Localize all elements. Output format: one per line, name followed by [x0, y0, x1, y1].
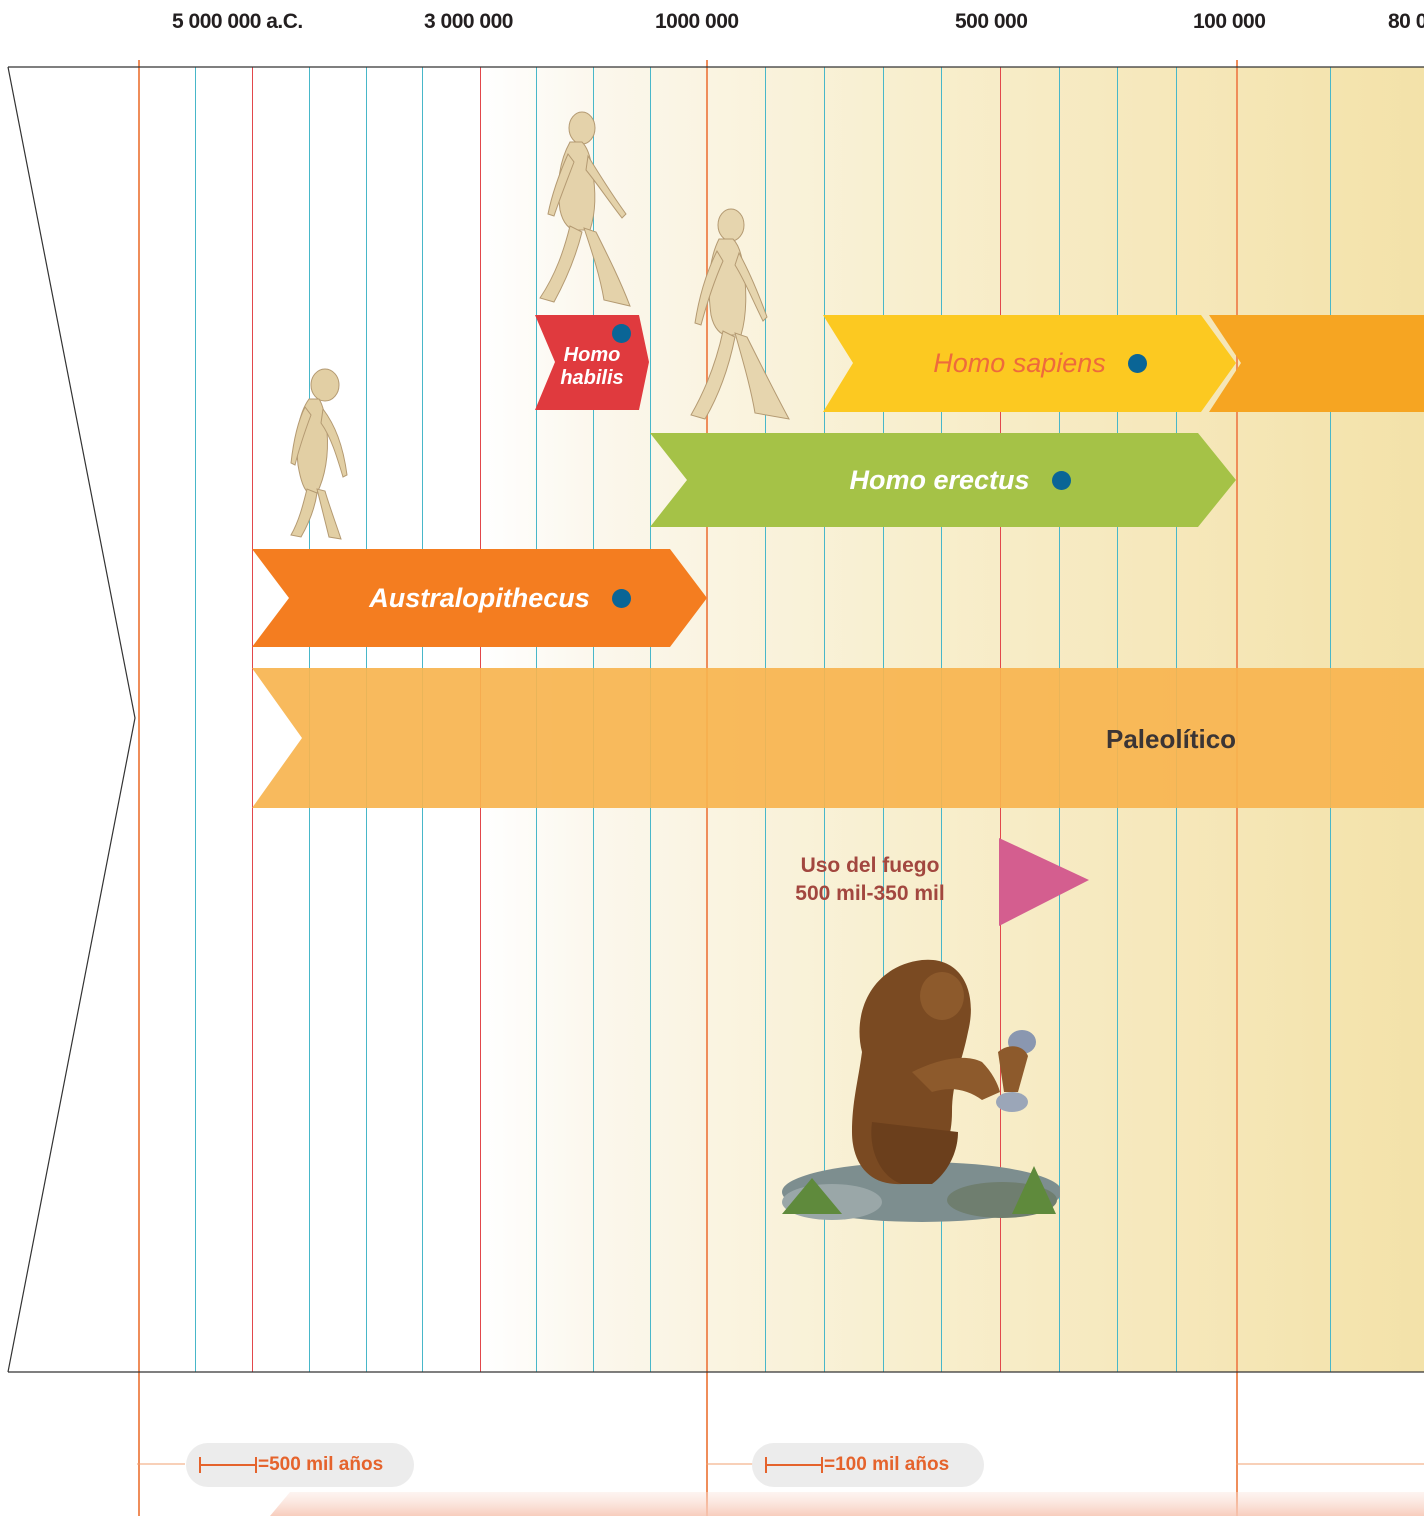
axis-tick-label: 500 000	[955, 10, 1028, 33]
seated-hominid-illustration	[782, 959, 1060, 1222]
scale-leader-line	[706, 1463, 754, 1465]
homo-sapiens-label: Homo sapiens	[933, 348, 1106, 378]
bottom-ribbon	[270, 1492, 1424, 1516]
marker-dot	[1051, 470, 1071, 490]
paleolitico-label: Paleolítico	[1106, 724, 1237, 754]
homo-sapiens-band	[823, 315, 1424, 412]
scale-legend: =100 mil años	[752, 1443, 984, 1487]
axis-tick-label: 80 0	[1388, 10, 1424, 33]
fire-event-label: Uso del fuego 500 mil-350 mil	[770, 852, 970, 908]
gridline	[195, 67, 196, 1372]
paleolitico-band	[252, 668, 1424, 808]
australopithecus-label-row: Australopithecus	[330, 549, 670, 647]
fire-event-label-line2: 500 mil-350 mil	[795, 882, 945, 905]
scale-leader-line	[137, 1463, 185, 1465]
scale-bracket-icon	[765, 1457, 823, 1473]
marker-dot	[611, 588, 631, 608]
era-divider-line	[138, 60, 140, 1516]
axis-tick-label: 3 000 000	[424, 10, 513, 33]
fire-event-label-line1: Uso del fuego	[800, 854, 940, 877]
homo-habilis-label: Homo habilis	[553, 344, 631, 390]
scale-bracket-icon	[199, 1457, 257, 1473]
axis-tick-label: 5 000 000 a.C.	[172, 10, 303, 33]
homo-habilis-figure	[539, 111, 631, 307]
fire-arrow-icon	[999, 838, 1089, 926]
axis-tick-label: 1000 000	[655, 10, 739, 33]
marker-dot	[612, 324, 631, 343]
scale-leader-line	[1236, 1463, 1424, 1465]
scale-legend-text: =100 mil años	[824, 1454, 950, 1475]
scale-legend-text: =500 mil años	[258, 1454, 384, 1475]
scale-legend: =500 mil años	[186, 1443, 414, 1487]
marker-dot	[1127, 354, 1147, 373]
homo-sapiens-label-row: Homo sapiens	[880, 315, 1200, 412]
homo-erectus-label: Homo erectus	[849, 464, 1030, 495]
homo-habilis-label-line2: habilis	[560, 367, 624, 389]
australopithecus-figure	[290, 368, 348, 540]
axis-tick-label: 100 000	[1193, 10, 1266, 33]
homo-habilis-label-line1: Homo	[563, 344, 621, 366]
australopithecus-label: Australopithecus	[369, 582, 590, 613]
gridline-major	[252, 67, 253, 1372]
australopithecus-band	[252, 549, 707, 647]
homo-erectus-label-row: Homo erectus	[790, 433, 1130, 527]
homo-erectus-figure	[690, 208, 790, 420]
homo-erectus-band	[650, 433, 1236, 527]
